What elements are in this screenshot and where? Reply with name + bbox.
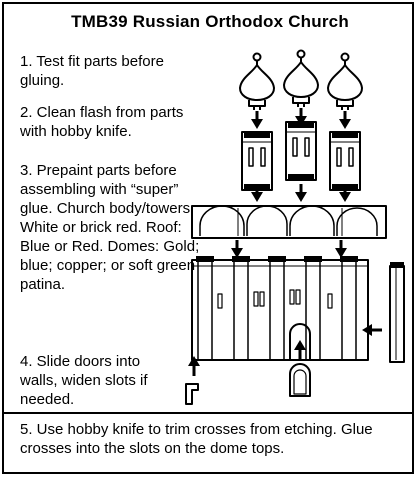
arrow-down-icon [229,238,245,260]
step-5-text: 5. Use hobby knife to trim crosses from … [20,421,373,457]
arrow-down-icon [333,238,349,260]
door-icon [289,363,311,397]
assembly-diagram [185,49,405,405]
arrow-down-icon [337,109,353,131]
step-1-text: 1. Test fit parts before gluing. [20,53,164,89]
arrow-down-icon [249,109,265,131]
tower-icon [241,131,273,191]
arrow-down-icon [293,182,309,204]
onion-dome-icon [327,52,363,111]
church-body [191,256,369,361]
side-wall-piece [389,262,405,363]
tower-icon [329,131,361,191]
arrow-up-icon [294,340,306,360]
step-4-text: 4. Slide doors into walls, widen slots i… [20,353,148,408]
onion-dome-icon [283,49,319,108]
tower-icon [285,121,317,181]
step-2-text: 2. Clean flash from parts with hobby kni… [20,104,184,140]
arrow-up-icon [188,356,200,376]
door-icon [185,383,199,405]
onion-dome-icon [239,52,275,111]
roof-piece [191,205,387,239]
divider [4,412,412,414]
page-title: TMB39 Russian Orthodox Church [71,12,349,31]
arrow-left-icon [362,324,382,336]
step-3-text: 3. Prepaint parts before assembling with… [20,162,200,293]
instruction-sheet: TMB39 Russian Orthodox Church 1. Test fi… [2,2,414,474]
